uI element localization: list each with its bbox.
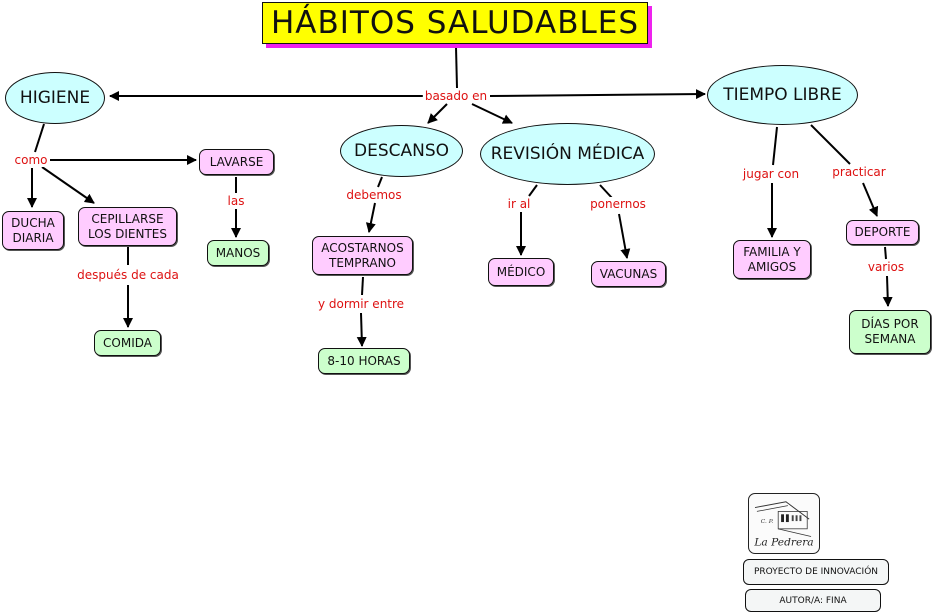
link-debemos: debemos [344,188,404,202]
concept-revision-medica[interactable]: REVISIÓN MÉDICA [480,123,655,185]
concept-8-10-horas[interactable]: 8-10 HORAS [318,348,410,374]
concept-manos[interactable]: MANOS [207,240,269,266]
svg-text:La Pedrera: La Pedrera [753,535,813,548]
svg-text:C. P.: C. P. [761,519,774,525]
concept-familia-amigos[interactable]: FAMILIA Y AMIGOS [733,240,811,279]
concept-cepillarse-dientes[interactable]: CEPILLARSE LOS DIENTES [78,207,177,246]
link-despues-de-cada: después de cada [75,268,181,282]
concept-higiene[interactable]: HIGIENE [5,72,105,124]
concept-descanso[interactable]: DESCANSO [340,125,463,177]
concept-ducha-diaria[interactable]: DUCHA DIARIA [2,211,64,250]
concept-lavarse[interactable]: LAVARSE [199,149,274,175]
school-logo: C. P. La Pedrera [748,493,820,554]
concept-tiempo-libre[interactable]: TIEMPO LIBRE [707,65,858,125]
concept-medico[interactable]: MÉDICO [488,258,554,286]
concept-comida[interactable]: COMIDA [94,330,161,356]
concept-acostarnos-temprano[interactable]: ACOSTARNOS TEMPRANO [312,236,413,275]
school-building-icon: C. P. La Pedrera [753,501,814,548]
author-label: AUTOR/A: FINA [745,589,881,612]
project-label: PROYECTO DE INNOVACIÓN [743,559,889,585]
concept-deporte[interactable]: DEPORTE [846,220,919,245]
map-title: HÁBITOS SALUDABLES [262,2,648,44]
link-ponernos: ponernos [588,197,648,211]
link-ir-al: ir al [505,197,533,211]
concept-vacunas[interactable]: VACUNAS [591,261,666,287]
link-como: como [12,153,50,167]
link-las: las [225,194,247,208]
link-jugar-con: jugar con [740,167,802,181]
link-basado-en: basado en [422,89,490,103]
link-y-dormir-entre: y dormir entre [315,297,407,311]
concept-dias-por-semana[interactable]: DÍAS POR SEMANA [849,310,931,354]
link-practicar: practicar [830,165,888,179]
link-varios: varios [865,260,907,274]
